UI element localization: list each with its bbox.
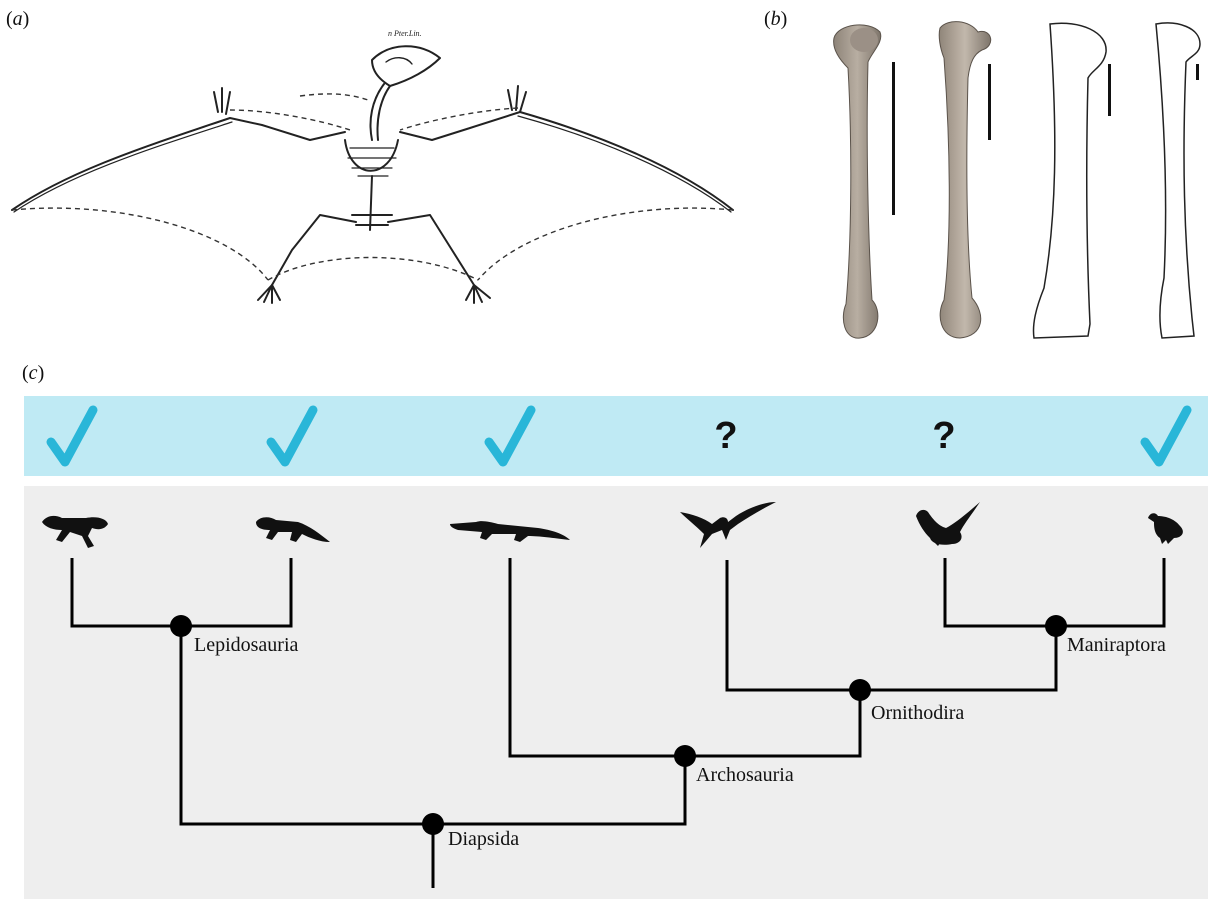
node-maniraptora <box>1045 615 1067 637</box>
node-ornithodira <box>849 679 871 701</box>
clade-label-maniraptora: Maniraptora <box>1067 634 1166 657</box>
node-lepidosauria <box>170 615 192 637</box>
clade-label-diapsida: Diapsida <box>448 828 519 851</box>
branch-archosauria <box>510 558 860 756</box>
clade-label-ornithodira: Ornithodira <box>871 702 964 725</box>
clade-label-lepidosauria: Lepidosauria <box>194 634 298 657</box>
node-diapsida <box>422 813 444 835</box>
clade-label-archosauria: Archosauria <box>696 764 794 787</box>
node-archosauria <box>674 745 696 767</box>
